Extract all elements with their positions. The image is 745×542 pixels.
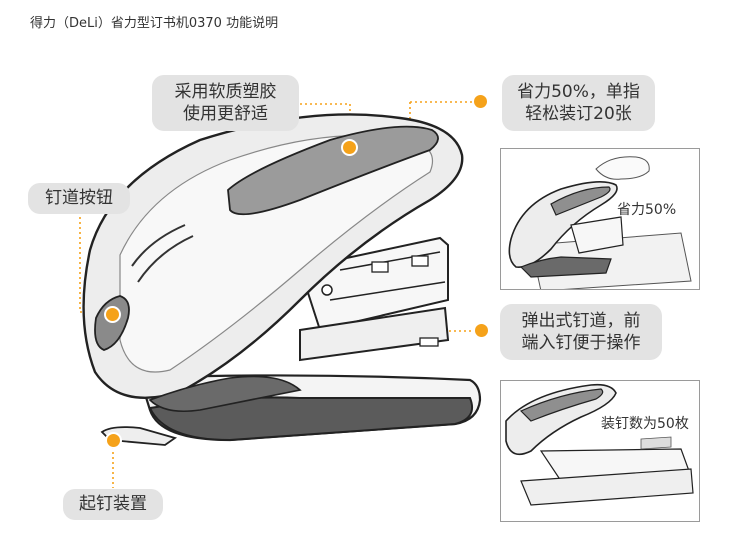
callout-grip-line1: 采用软质塑胶	[174, 81, 277, 102]
callout-save-line2: 轻松装订20张	[525, 104, 632, 124]
callout-rail-line1: 弹出式钉道，前	[521, 310, 641, 331]
callout-button-line1: 钉道按钮	[45, 188, 113, 209]
marker-dot-button	[104, 306, 121, 323]
inset-save-illustration	[508, 156, 692, 289]
marker-dot-rail	[473, 322, 490, 339]
inset-capacity-label: 装钉数为50枚	[601, 416, 689, 432]
callout-button: 钉道按钮	[28, 183, 130, 214]
inset-save-label: 省力50%	[617, 202, 677, 218]
marker-dot-remover	[105, 432, 122, 449]
callout-remover: 起钉装置	[63, 489, 163, 520]
inset-save-effort: 省力50%	[500, 148, 700, 290]
page-title: 得力（DeLi）省力型订书机0370 功能说明	[30, 16, 279, 31]
inset-staple-capacity: 装钉数为50枚	[500, 380, 700, 522]
marker-dot-save	[472, 93, 489, 110]
callout-save: 省力50%，单指 轻松装订20张	[502, 75, 655, 131]
inset-capacity-illustration	[505, 383, 694, 506]
callout-rail-line2: 端入钉便于操作	[521, 333, 641, 353]
marker-dot-grip	[341, 139, 358, 156]
callout-grip: 采用软质塑胶 使用更舒适	[152, 75, 299, 131]
callout-rail: 弹出式钉道，前 端入钉便于操作	[500, 304, 662, 360]
callout-remover-line1: 起钉装置	[79, 494, 147, 515]
callout-grip-line2: 使用更舒适	[183, 104, 268, 124]
callout-save-line1: 省力50%，单指	[517, 81, 640, 102]
